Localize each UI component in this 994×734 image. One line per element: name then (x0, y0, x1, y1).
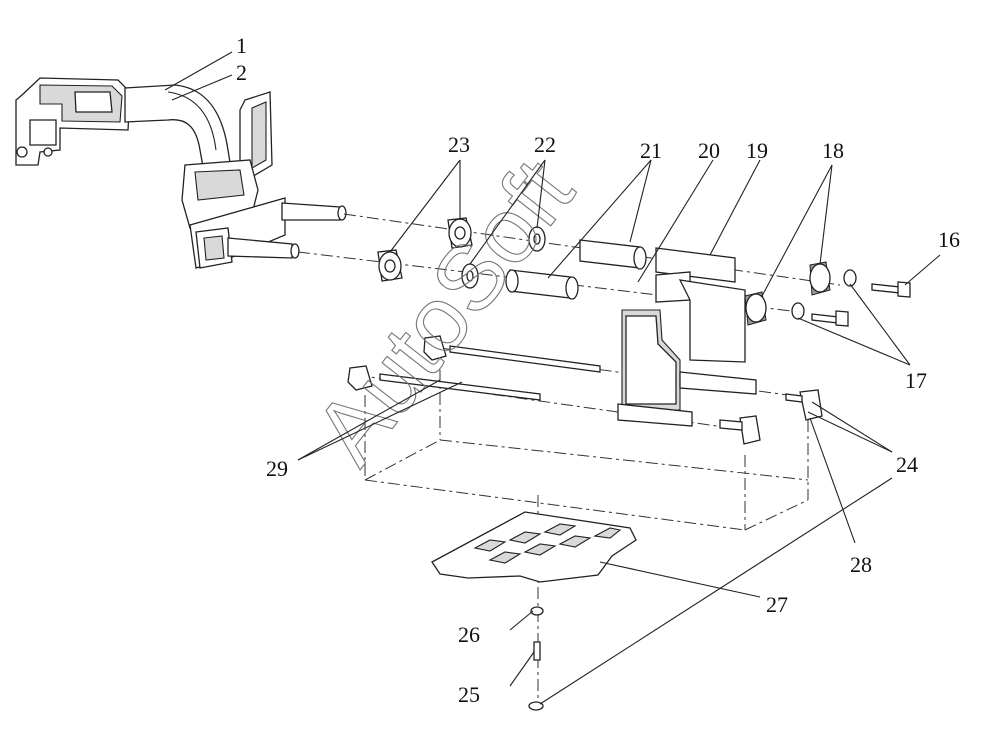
watermark-text: AutoSoft (295, 141, 593, 482)
callout-16: 16 (938, 227, 960, 252)
callout-26: 26 (458, 622, 480, 647)
callout-25: 25 (458, 682, 480, 707)
footplate (431, 511, 637, 711)
callout-28: 28 (850, 552, 872, 577)
rods-and-clips (347, 335, 823, 445)
callout-18: 18 (822, 138, 844, 163)
callout-17: 17 (905, 368, 927, 393)
callout-27: 27 (766, 592, 788, 617)
frame-assembly (15, 77, 347, 269)
leader-lines (164, 51, 941, 705)
callout-23: 23 (448, 132, 470, 157)
callout-20: 20 (698, 138, 720, 163)
callout-29: 29 (266, 456, 288, 481)
callout-24: 24 (896, 452, 918, 477)
callout-labels: 1 2 16 17 18 19 20 21 22 23 24 25 26 27 … (236, 33, 960, 707)
callout-2: 2 (236, 60, 247, 85)
tubes (505, 239, 757, 427)
callout-21: 21 (640, 138, 662, 163)
callout-1: 1 (236, 33, 247, 58)
fasteners-right (744, 261, 911, 327)
callout-22: 22 (534, 132, 556, 157)
callout-19: 19 (746, 138, 768, 163)
